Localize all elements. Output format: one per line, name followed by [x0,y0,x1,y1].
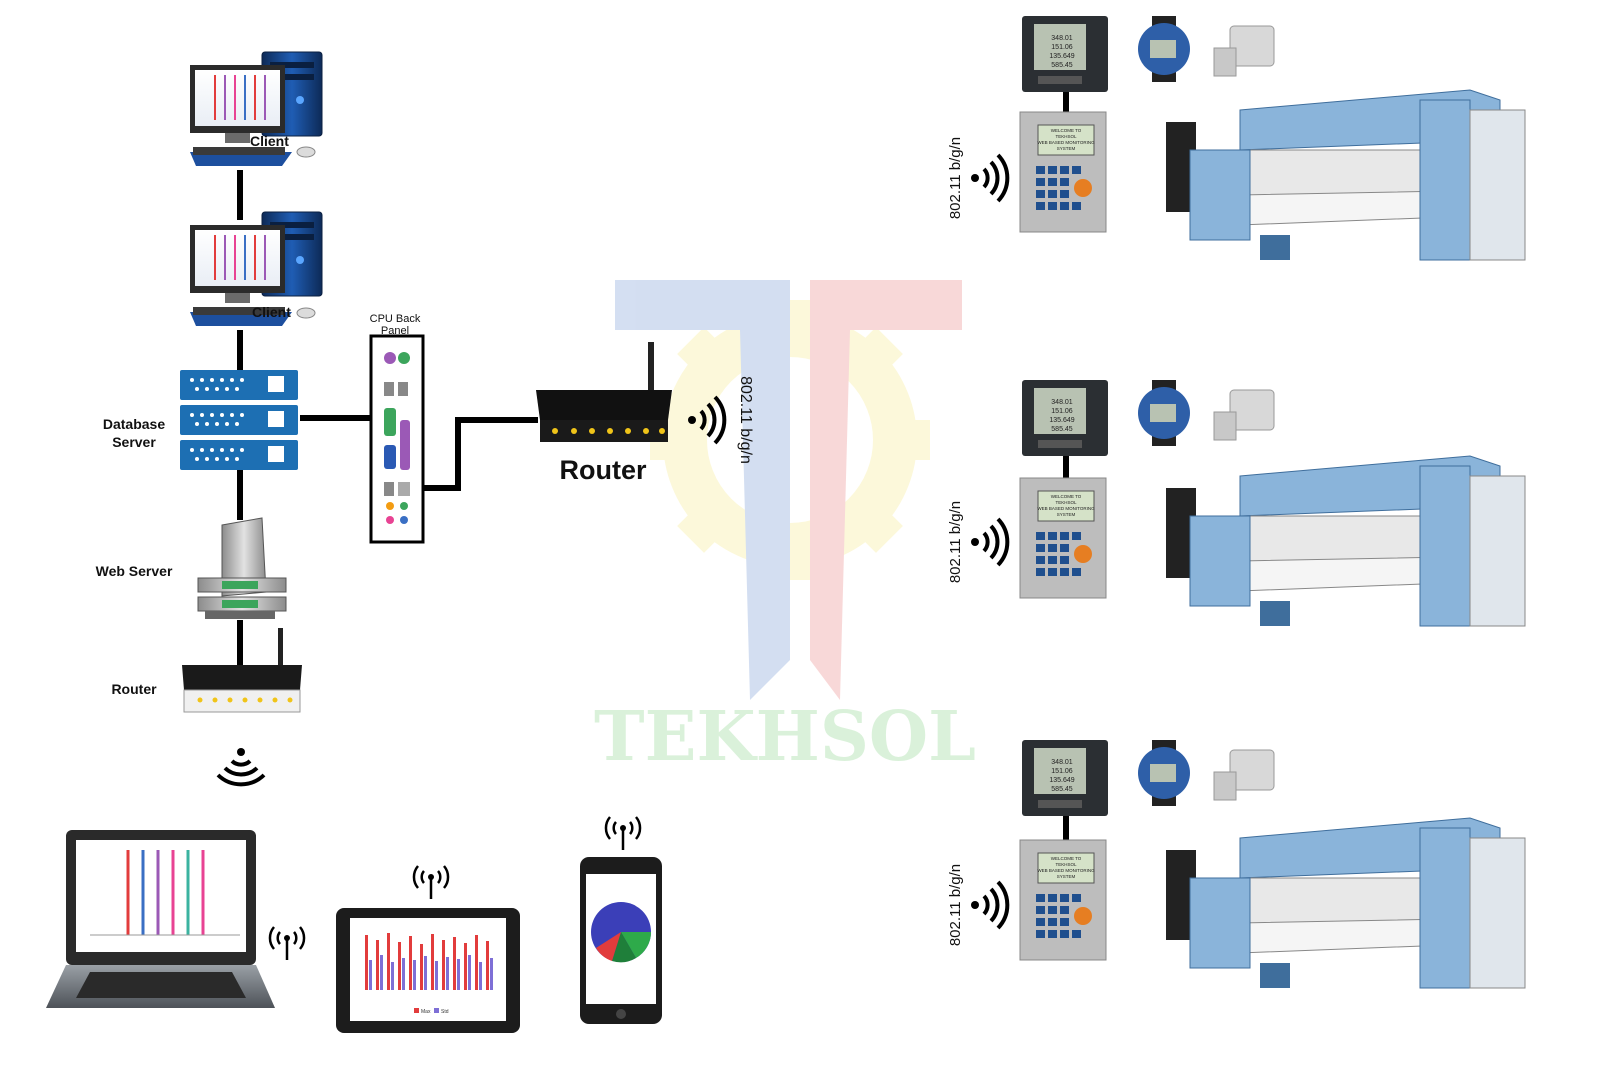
cpu-panel-label-line1: CPU Back [370,313,421,325]
wifi-signal-icon [216,746,266,787]
svg-text:135.649: 135.649 [1049,417,1074,424]
weaving-loom-icon [1166,817,1526,989]
web-server-label: Web Server [96,563,173,579]
svg-text:SYSTEM: SYSTEM [1057,512,1076,517]
svg-text:348.01: 348.01 [1051,399,1073,406]
web-server-icon[interactable] [197,517,287,619]
server-unit [180,405,298,435]
router-main-label: Router [560,455,647,485]
antenna-signal-icon [268,925,306,962]
pressure-sensor-icon [1213,389,1275,441]
pressure-sensor-icon [1213,749,1275,801]
loom-wifi-standard: 802.11 b/g/n [947,864,964,946]
loom-station-3[interactable]: 348.01 151.06 135.649 585.45 WELCOME TO … [947,740,1526,989]
tekhsol-watermark: TEKHSOL [594,280,976,777]
svg-text:585.45: 585.45 [1051,426,1073,433]
server-unit [180,440,298,470]
legend-max: Max [421,1009,431,1015]
client-pc-1[interactable]: Client [190,51,323,166]
client-label-1: Client [250,133,289,149]
router-small-icon[interactable] [182,628,302,713]
loom-wifi-standard: 802.11 b/g/n [947,137,964,219]
svg-text:348.01: 348.01 [1051,35,1073,42]
svg-text:WELCOME TO: WELCOME TO [1051,856,1082,861]
wifi-signal-icon [969,880,1010,930]
antenna-signal-icon [604,815,642,852]
svg-text:WEB BASED MONITORING: WEB BASED MONITORING [1037,506,1095,511]
weaving-loom-icon [1166,455,1526,627]
smartphone-icon[interactable] [580,857,662,1024]
svg-text:151.06: 151.06 [1051,768,1073,775]
svg-text:TEKHSOL: TEKHSOL [1055,134,1077,139]
laptop-icon[interactable] [46,830,275,1008]
server-unit [180,370,298,400]
router-small-label: Router [111,681,157,697]
svg-text:135.649: 135.649 [1049,53,1074,60]
wifi-signal-icon [969,517,1010,567]
svg-text:585.45: 585.45 [1051,62,1073,69]
svg-text:WELCOME TO: WELCOME TO [1051,494,1082,499]
svg-text:348.01: 348.01 [1051,759,1073,766]
gear-icon [650,300,930,580]
loom-wifi-standard: 802.11 b/g/n [947,501,964,583]
weaving-loom-icon [1166,89,1526,261]
svg-text:WELCOME TO: WELCOME TO [1051,128,1082,133]
router-main-icon[interactable] [536,342,672,442]
svg-text:151.06: 151.06 [1051,408,1073,415]
terminal-icon: WELCOME TO TEKHSOL WEB BASED MONITORING … [1019,111,1107,233]
cpu-panel-label-line2: Panel [381,325,409,337]
antenna-signal-icon [412,864,450,901]
svg-text:SYSTEM: SYSTEM [1057,146,1076,151]
loom-station-2[interactable]: 348.01 151.06 135.649 585.45 WELCOME TO … [947,380,1526,627]
network-links [237,92,1069,840]
legend-std: Std [441,1009,449,1015]
svg-text:585.45: 585.45 [1051,786,1073,793]
database-server-icon[interactable] [180,370,298,470]
router-wifi-standard: 802.11 b/g/n [737,376,754,464]
terminal-icon: WELCOME TO TEKHSOL WEB BASED MONITORING … [1019,477,1107,599]
watermark-t-blue [615,280,790,700]
svg-text:TEKHSOL: TEKHSOL [1055,500,1077,505]
power-meter-icon: 348.01 151.06 135.649 585.45 [1022,380,1108,456]
svg-text:WEB BASED MONITORING: WEB BASED MONITORING [1037,868,1095,873]
tablet-icon[interactable]: Max Std [336,908,520,1033]
svg-text:SYSTEM: SYSTEM [1057,874,1076,879]
database-server-label-line2: Server [112,434,156,450]
tablet-bar-chart [365,933,493,990]
cpu-back-panel[interactable] [369,334,425,544]
wifi-signal-icon [969,153,1010,203]
svg-text:151.06: 151.06 [1051,44,1073,51]
client-pc-2[interactable]: Client [190,211,323,326]
power-meter-icon: 348.01 151.06 135.649 585.45 [1022,740,1108,816]
client-label-2: Client [252,304,291,320]
database-server-label-line1: Database [103,416,165,432]
phone-pie-chart [591,902,652,963]
flow-meter-icon [1138,740,1190,806]
svg-text:135.649: 135.649 [1049,777,1074,784]
svg-text:WEB BASED MONITORING: WEB BASED MONITORING [1037,140,1095,145]
power-meter-icon: 348.01 151.06 135.649 585.45 [1022,16,1108,92]
svg-text:TEKHSOL: TEKHSOL [1055,862,1077,867]
loom-station-1[interactable]: 348.01 151.06 135.649 585.45 WELCOME TO … [947,16,1526,261]
watermark-brand: TEKHSOL [594,697,976,777]
pressure-sensor-icon [1213,25,1275,77]
watermark-t-red [810,280,962,700]
terminal-icon: WELCOME TO TEKHSOL WEB BASED MONITORING … [1019,839,1107,961]
flow-meter-icon [1138,16,1190,82]
flow-meter-icon [1138,380,1190,446]
